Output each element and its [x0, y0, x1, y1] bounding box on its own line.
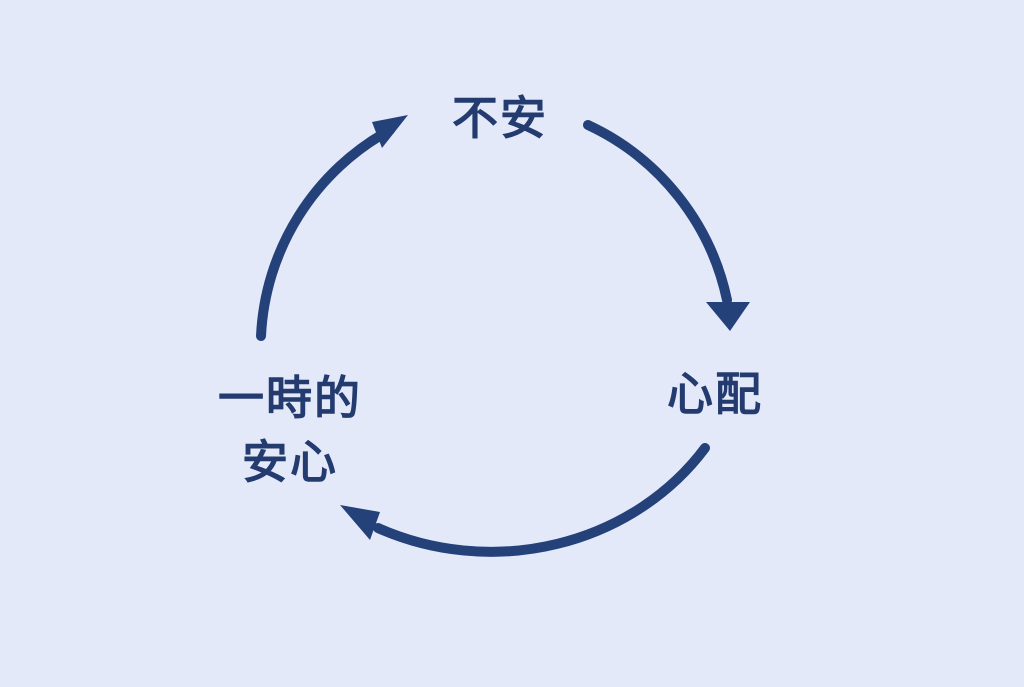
node-temporary-relief-line-1: 一時的 — [218, 371, 362, 425]
arrow-head-worry-to-relief — [340, 505, 380, 540]
node-temporary-relief-line-2: 安心 — [242, 435, 338, 489]
arrow-head-relief-to-anxiety — [372, 115, 408, 148]
node-anxiety-line-1: 不安 — [452, 91, 548, 145]
node-anxiety: 不安 — [410, 86, 590, 150]
arrow-head-anxiety-to-worry — [706, 302, 750, 331]
node-temporary-relief: 一時的 安心 — [190, 366, 390, 494]
arrow-anxiety-to-worry — [583, 120, 732, 305]
arrow-worry-to-relief — [373, 443, 710, 557]
arrow-relief-to-anxiety — [256, 125, 395, 341]
node-worry-line-1: 心配 — [667, 367, 763, 421]
node-worry: 心配 — [620, 362, 810, 426]
